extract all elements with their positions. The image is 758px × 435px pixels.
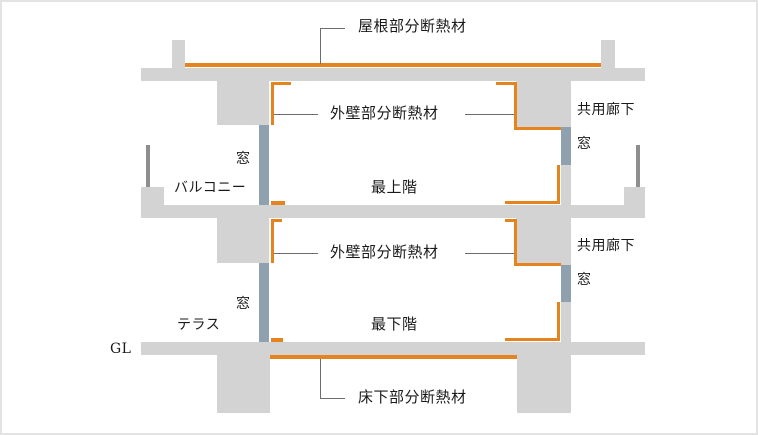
right-foundation: [517, 355, 571, 413]
lower-right-window-label: 窓: [577, 272, 592, 288]
lower-right-insulation-floor: [505, 338, 560, 341]
roof-leader-vertical: [320, 28, 321, 64]
floor-leader-horizontal: [320, 398, 345, 399]
lower-right-wall: [561, 302, 571, 342]
roof-insulation-label: 屋根部分断熱材: [358, 17, 467, 35]
right-roof-parapet: [601, 40, 615, 70]
upper-corridor-label: 共用廊下: [577, 102, 635, 118]
top-floor-label: 最上階: [371, 178, 418, 196]
floor-insulation-line: [270, 355, 517, 359]
upper-right-insulation-beam-bottom: [514, 127, 561, 130]
upper-wall-insulation-label: 外壁部分断熱材: [330, 104, 439, 122]
lower-right-insulation-top: [505, 219, 517, 222]
left-foundation: [217, 355, 270, 413]
upper-right-insulation-wall: [557, 165, 560, 204]
balcony-label: バルコニー: [174, 180, 247, 196]
upper-left-insulation-floor-stub: [271, 201, 285, 205]
upper-right-window: [561, 127, 571, 167]
upper-left-insulation-vertical: [271, 82, 274, 125]
lower-wall-leader-left: [274, 253, 318, 254]
roof-leader-horizontal: [320, 28, 345, 29]
upper-wall-leader-left: [274, 114, 318, 115]
floor-insulation-label: 床下部分断熱材: [358, 388, 467, 406]
lower-left-insulation-top: [271, 219, 282, 222]
lower-wall-insulation-label: 外壁部分断熱材: [330, 243, 439, 261]
lower-left-window-label: 窓: [236, 296, 251, 312]
lower-left-insulation-vertical: [271, 219, 274, 263]
terrace-label: テラス: [177, 317, 221, 333]
lower-left-beam: [217, 218, 269, 263]
balcony-upturn: [141, 187, 164, 207]
lower-right-window: [561, 265, 571, 304]
upper-right-insulation-floor: [505, 201, 560, 204]
upper-right-insulation-top: [496, 82, 517, 85]
lower-wall-leader-right: [465, 253, 514, 254]
upper-wall-leader-right: [465, 114, 514, 115]
roof-slab: [141, 68, 645, 81]
upper-right-wall: [561, 165, 571, 205]
lower-right-beam: [516, 218, 571, 265]
lower-left-window: [259, 263, 269, 342]
lower-right-insulation-vertical: [514, 219, 517, 265]
lower-right-insulation-wall: [557, 302, 560, 341]
upper-right-beam: [516, 81, 571, 127]
ground-level-label: GL: [110, 341, 132, 357]
upper-left-insulation-top: [271, 82, 291, 85]
upper-left-beam: [217, 81, 269, 125]
ground-slab: [141, 342, 645, 355]
lower-right-insulation-beam-bottom: [514, 263, 561, 266]
upper-left-window-label: 窓: [236, 151, 251, 167]
upper-right-window-label: 窓: [577, 136, 592, 152]
roof-insulation-line: [185, 63, 601, 67]
corridor-railing: [636, 145, 640, 188]
upper-left-window: [259, 125, 269, 205]
balcony-railing: [146, 145, 150, 188]
middle-floor-slab: [141, 205, 645, 218]
lower-corridor-label: 共用廊下: [577, 238, 635, 254]
floor-leader-vertical: [320, 359, 321, 398]
left-roof-parapet: [172, 40, 185, 70]
bottom-floor-label: 最下階: [371, 315, 418, 333]
lower-left-insulation-floor-stub: [271, 338, 283, 342]
upper-right-insulation-vertical: [514, 82, 517, 130]
